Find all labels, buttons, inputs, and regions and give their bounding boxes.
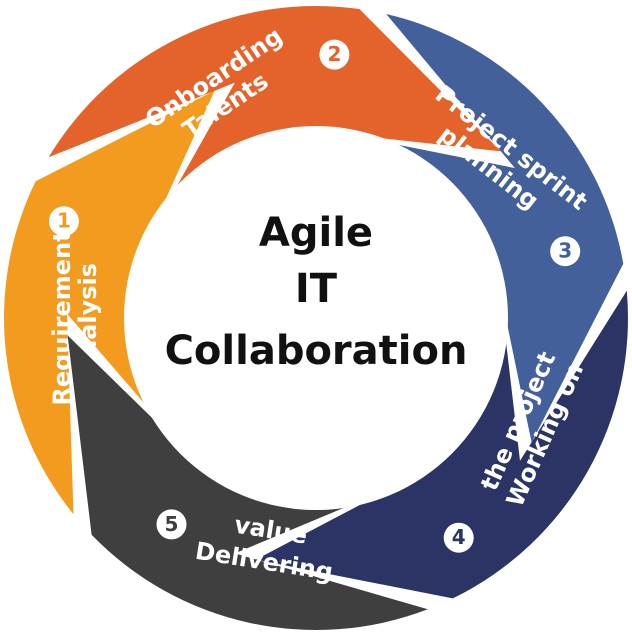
step-number-badge	[48, 206, 79, 237]
center-line-2: IT	[295, 266, 338, 312]
step-number-2: 2	[327, 42, 341, 66]
center-line-1: Agile	[259, 210, 373, 256]
center-title: Agile IT Collaboration	[165, 210, 468, 374]
step-number-badge	[550, 236, 581, 267]
segment-shape	[255, 290, 628, 599]
segment-shape	[357, 14, 624, 443]
segment-shape	[67, 335, 428, 630]
step-number-3: 3	[558, 239, 572, 263]
segment-shape	[4, 90, 215, 515]
step-number-5: 5	[165, 512, 179, 536]
step-number-badge	[156, 509, 187, 540]
step-number-1: 1	[57, 209, 71, 233]
center-line-3: Collaboration	[165, 328, 468, 374]
step-number-4: 4	[452, 525, 466, 549]
center-disc	[124, 126, 508, 510]
segment-1-label-line-1: Requirement	[48, 230, 76, 405]
segment-shape	[48, 5, 501, 223]
step-number-badge	[443, 522, 474, 553]
step-number-badge	[319, 39, 350, 70]
